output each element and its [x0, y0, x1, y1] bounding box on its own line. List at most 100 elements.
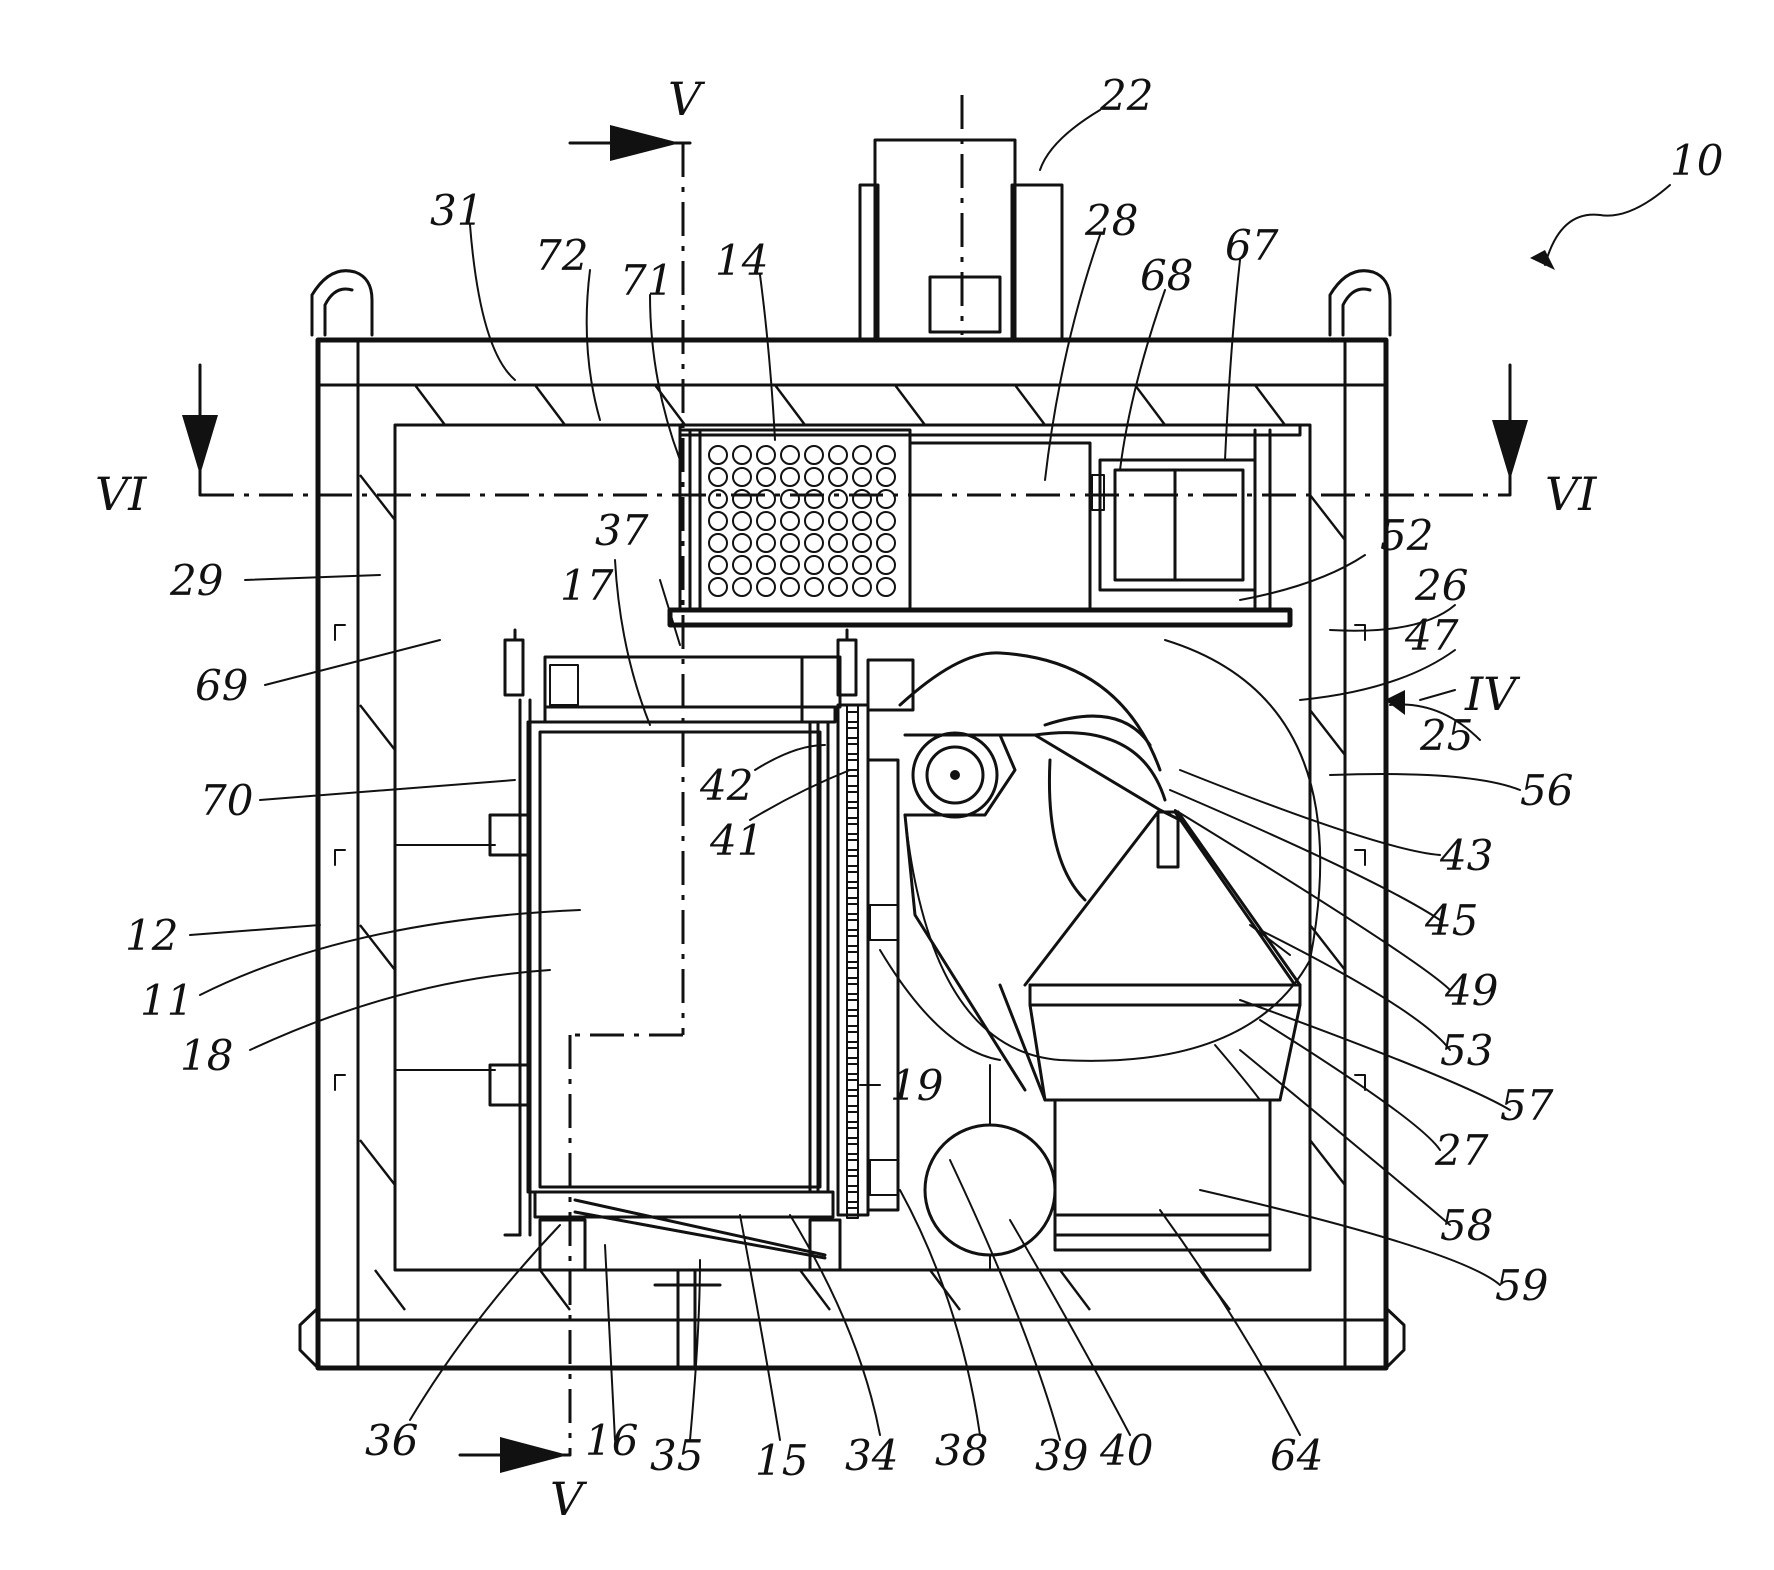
chain-link — [847, 1112, 858, 1122]
chain-link — [847, 1160, 858, 1170]
reference-numerals: 10 22 31 72 71 14 28 68 67 52 26 47 25 5… — [125, 71, 1723, 1485]
radiator-tube — [829, 578, 847, 596]
label-V-bottom: V — [550, 1472, 588, 1526]
radiator-tube — [853, 468, 871, 486]
radiator-tube — [781, 578, 799, 596]
radiator-tube — [733, 512, 751, 530]
label-19: 19 — [890, 1061, 943, 1110]
radiator-tube — [709, 578, 727, 596]
radiator-tube — [709, 556, 727, 574]
label-71: 71 — [620, 256, 673, 305]
radiator-tube — [733, 446, 751, 464]
unit-67 — [1092, 460, 1255, 590]
radiator-tube — [853, 578, 871, 596]
radiator-tube — [709, 468, 727, 486]
chain-link — [847, 872, 858, 882]
chain-link — [847, 792, 858, 802]
cabinet-28 — [910, 443, 1090, 610]
label-49: 49 — [1444, 966, 1498, 1015]
label-64: 64 — [1270, 1431, 1323, 1480]
chain-link — [847, 920, 858, 930]
label-29: 29 — [169, 556, 223, 605]
engine-block — [490, 630, 856, 1368]
blower-duct — [880, 640, 1320, 1090]
radiator-tube — [757, 512, 775, 530]
radiator-tube — [877, 556, 895, 574]
label-52: 52 — [1380, 511, 1433, 560]
label-47: 47 — [1404, 611, 1459, 660]
radiator-tube — [757, 490, 775, 508]
chain-link — [847, 728, 858, 738]
label-69: 69 — [195, 661, 248, 710]
chain-link — [847, 984, 858, 994]
chain-link — [847, 808, 858, 818]
radiator-tube — [733, 534, 751, 552]
radiator-tube — [805, 578, 823, 596]
label-25: 25 — [1419, 711, 1473, 760]
label-41: 41 — [709, 816, 763, 865]
chain — [847, 712, 858, 1218]
radiator-tube — [757, 446, 775, 464]
radiator-tube — [757, 534, 775, 552]
radiator-tube — [877, 534, 895, 552]
label-12: 12 — [125, 911, 178, 960]
label-VI-right: VI — [1545, 467, 1597, 521]
label-37: 37 — [595, 506, 649, 555]
label-42: 42 — [699, 761, 753, 810]
label-27: 27 — [1434, 1126, 1489, 1175]
exhaust-stack — [860, 95, 1062, 340]
chain-link — [847, 824, 858, 834]
radiator-tube — [805, 446, 823, 464]
chain-link — [847, 1032, 858, 1042]
radiator-tube — [853, 446, 871, 464]
radiator-tube — [781, 490, 799, 508]
label-15: 15 — [755, 1436, 808, 1485]
lower-fan — [925, 1065, 1055, 1270]
radiator-tube — [781, 556, 799, 574]
chain-link — [847, 1096, 858, 1106]
chain-link — [847, 760, 858, 770]
radiator-tube — [829, 446, 847, 464]
radiator-tube — [781, 534, 799, 552]
label-VI-left: VI — [95, 467, 147, 521]
radiator-tube — [877, 578, 895, 596]
chain-link — [847, 936, 858, 946]
radiator-tube — [709, 446, 727, 464]
radiator-tube — [757, 556, 775, 574]
label-59: 59 — [1495, 1261, 1548, 1310]
chain-link — [847, 776, 858, 786]
label-14: 14 — [715, 236, 768, 285]
radiator-tube — [733, 490, 751, 508]
chain-link — [847, 1016, 858, 1026]
label-35: 35 — [650, 1431, 703, 1480]
radiator-tube — [733, 578, 751, 596]
radiator-tube — [829, 556, 847, 574]
chain-link — [847, 856, 858, 866]
label-31: 31 — [430, 186, 483, 235]
label-57: 57 — [1500, 1081, 1554, 1130]
radiator-tube — [709, 490, 727, 508]
label-70: 70 — [200, 776, 253, 825]
label-58: 58 — [1440, 1201, 1493, 1250]
label-18: 18 — [180, 1031, 233, 1080]
chain-link — [847, 1000, 858, 1010]
radiator-tube — [781, 446, 799, 464]
radiator-tube — [877, 490, 895, 508]
label-10: 10 — [1670, 136, 1723, 185]
label-68: 68 — [1140, 251, 1193, 300]
label-36: 36 — [365, 1416, 418, 1465]
radiator-tube — [853, 512, 871, 530]
label-53: 53 — [1440, 1026, 1493, 1075]
radiator-tube — [805, 556, 823, 574]
label-45: 45 — [1424, 896, 1478, 945]
label-72: 72 — [535, 231, 588, 280]
radiator-tube — [757, 468, 775, 486]
radiator-tube — [829, 534, 847, 552]
label-22: 22 — [1099, 71, 1153, 120]
radiator-tube — [829, 468, 847, 486]
chain-link — [847, 968, 858, 978]
radiator-tube — [733, 556, 751, 574]
radiator-tube — [877, 468, 895, 486]
radiator-tube — [757, 578, 775, 596]
radiator-tube — [805, 468, 823, 486]
